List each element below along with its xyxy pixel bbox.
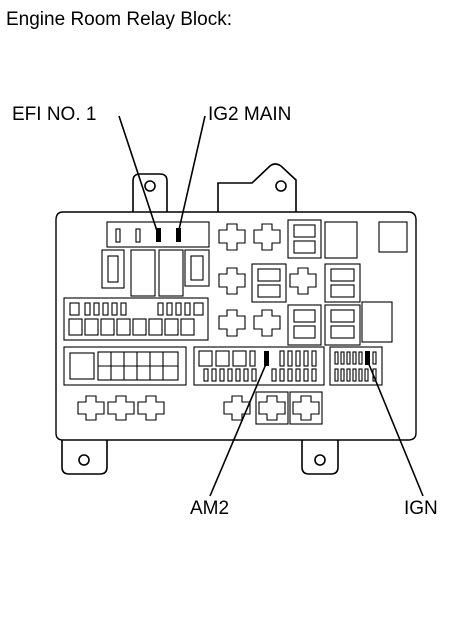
am2-fuse-block bbox=[193, 346, 325, 386]
top-fuse-strip bbox=[106, 221, 210, 248]
ign-fuse-block bbox=[329, 346, 383, 386]
fuse-efi-no1 bbox=[156, 228, 161, 242]
cross-fuse-sockets bbox=[77, 223, 323, 425]
label-ig2-main: IG2 MAIN bbox=[208, 104, 292, 125]
relay-modules-left bbox=[101, 249, 210, 297]
leader-am2 bbox=[209, 363, 267, 497]
diagram-title: Engine Room Relay Block: bbox=[6, 9, 232, 30]
relay-block-housing bbox=[55, 211, 417, 441]
mounting-tabs bbox=[61, 163, 339, 475]
fuse-ign bbox=[365, 351, 370, 365]
connector bbox=[63, 346, 187, 386]
leader-lines bbox=[118, 115, 424, 497]
fuse-ig2-main bbox=[176, 228, 181, 242]
label-ign: IGN bbox=[404, 498, 438, 519]
leader-ign bbox=[367, 361, 424, 497]
cartridge-fuses bbox=[251, 219, 408, 346]
label-efi-no1: EFI NO. 1 bbox=[12, 104, 97, 125]
leader-ig2-main bbox=[177, 115, 206, 235]
label-am2: AM2 bbox=[190, 498, 230, 519]
mini-fuse-panel bbox=[63, 297, 209, 341]
leader-efi-no1 bbox=[118, 115, 159, 235]
fuse-am2 bbox=[264, 351, 269, 366]
